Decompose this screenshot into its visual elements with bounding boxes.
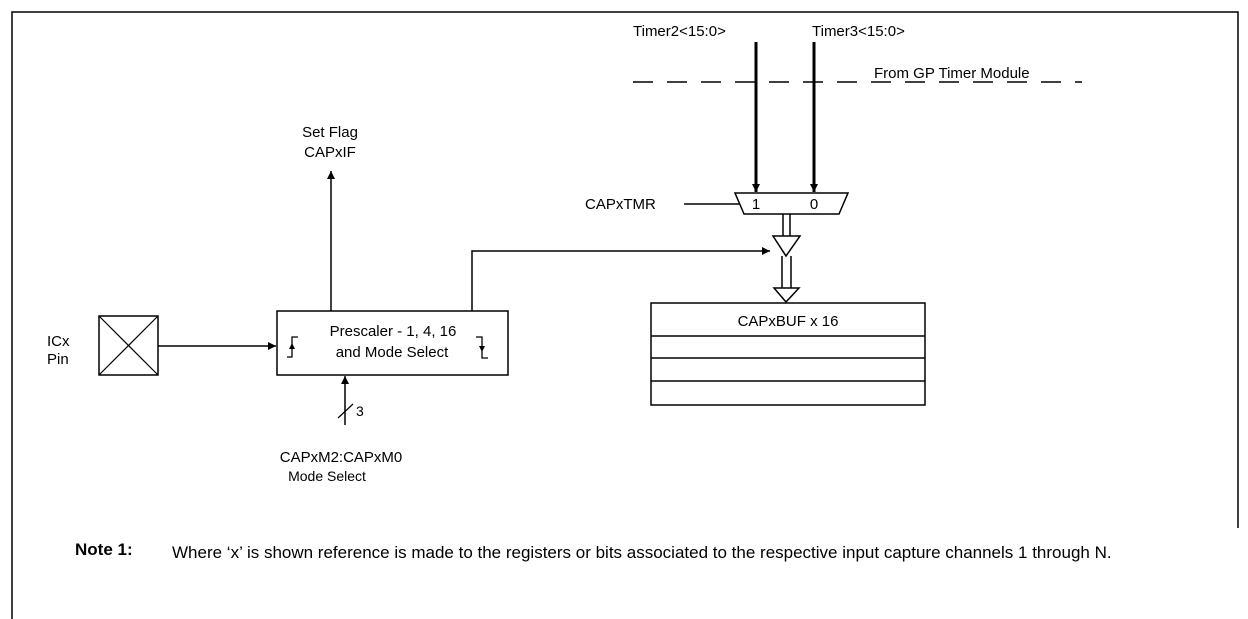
prescaler-block [276, 310, 509, 376]
captmr-label: CAPxTMR [585, 196, 656, 213]
timer2-label: Timer2<15:0> [633, 23, 726, 40]
set-flag-label: Set Flag [302, 124, 358, 141]
rising-edge-icon [287, 336, 298, 358]
icx-label: ICx [47, 333, 70, 350]
capxif-label: CAPxIF [304, 144, 356, 161]
timer-mux [733, 192, 850, 215]
mode-bits-label: CAPxM2:CAPxM0 [280, 449, 403, 466]
capture-event-line [471, 247, 770, 311]
note-heading: Note 1: [75, 540, 133, 559]
timer3-label: Timer3<15:0> [812, 23, 905, 40]
capxbuf-stack [650, 302, 926, 406]
falling-edge-icon [476, 336, 488, 359]
pin-label: Pin [47, 351, 69, 368]
capxbuf-label: CAPxBUF x 16 [738, 313, 839, 330]
figure-border [11, 11, 1239, 619]
bus-width-label: 3 [356, 403, 364, 419]
buffer-input-arrow [772, 287, 801, 304]
mode-select-label: Mode Select [288, 468, 366, 484]
bus-width-slash [337, 403, 354, 419]
note-text: Where ‘x’ is shown reference is made to … [172, 543, 1112, 562]
prescaler-line1: Prescaler - 1, 4, 16 [330, 323, 457, 340]
buffer-gate [771, 235, 802, 258]
prescaler-line2: and Mode Select [336, 344, 449, 361]
mux-input-1: 1 [752, 196, 760, 213]
icx-pin-icon [98, 315, 159, 376]
mux-input-0: 0 [810, 196, 818, 213]
gp-timer-label: From GP Timer Module [874, 65, 1030, 82]
